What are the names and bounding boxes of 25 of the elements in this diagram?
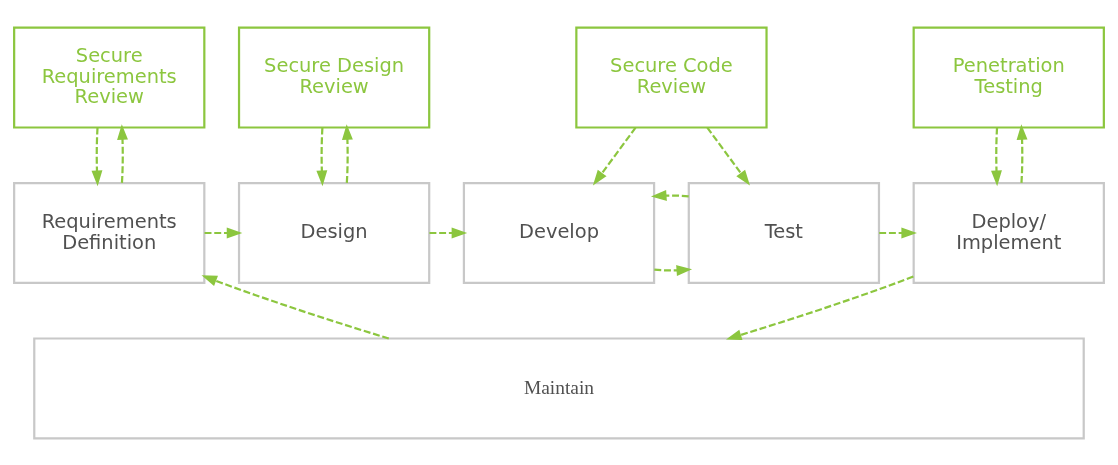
arrow <box>91 127 103 186</box>
node-box: Secure Code Review <box>575 25 768 129</box>
arrow <box>117 123 128 183</box>
arrow <box>726 274 914 340</box>
node-box: Requirements Definition <box>13 181 206 284</box>
arrow <box>991 127 1002 186</box>
node-box: Test <box>687 181 881 284</box>
arrow <box>429 227 468 238</box>
node-box: Develop <box>462 181 656 284</box>
node-box: Maintain <box>33 336 1085 440</box>
arrow <box>879 227 917 238</box>
node-box: Penetration Testing <box>912 25 1105 129</box>
arrow <box>592 126 637 186</box>
arrow <box>706 126 750 186</box>
arrow <box>654 264 693 276</box>
arrow <box>1016 123 1028 183</box>
arrow <box>341 123 353 183</box>
arrow <box>316 127 328 186</box>
node-box: Deploy/ Implement <box>912 181 1105 284</box>
arrow <box>204 227 243 238</box>
arrow <box>201 274 390 340</box>
node-box: Design <box>237 181 431 284</box>
node-box: Secure Requirements Review <box>13 25 206 129</box>
node-box: Secure Design Review <box>237 25 431 129</box>
arrow <box>650 189 689 201</box>
